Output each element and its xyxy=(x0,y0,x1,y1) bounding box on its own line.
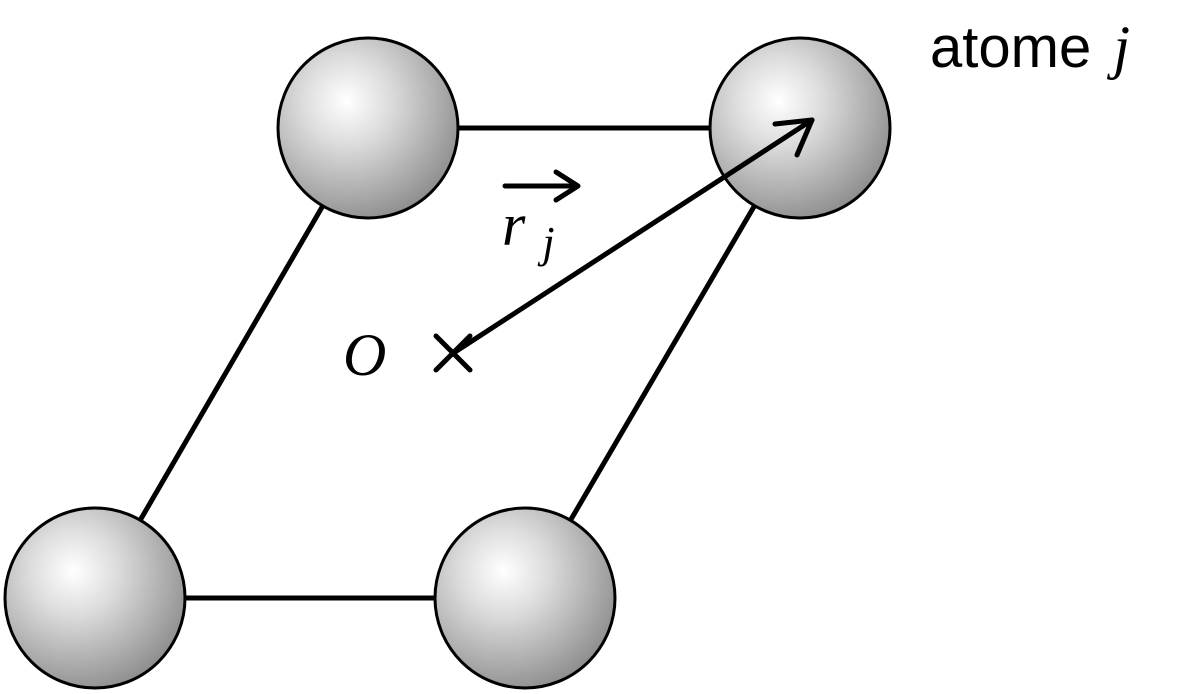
position-vector-arrowhead xyxy=(772,117,815,158)
atom-j-label: atome j xyxy=(930,14,1130,80)
atom-bottom-left xyxy=(3,506,187,690)
origin-cross-marker xyxy=(433,333,473,373)
atom-bottom-right xyxy=(433,506,617,690)
vector-arrow-symbol xyxy=(502,169,581,203)
vector-label: r j xyxy=(502,192,555,267)
atom-top-left xyxy=(276,36,460,220)
position-vector xyxy=(452,117,815,355)
origin-label: O xyxy=(343,322,386,388)
